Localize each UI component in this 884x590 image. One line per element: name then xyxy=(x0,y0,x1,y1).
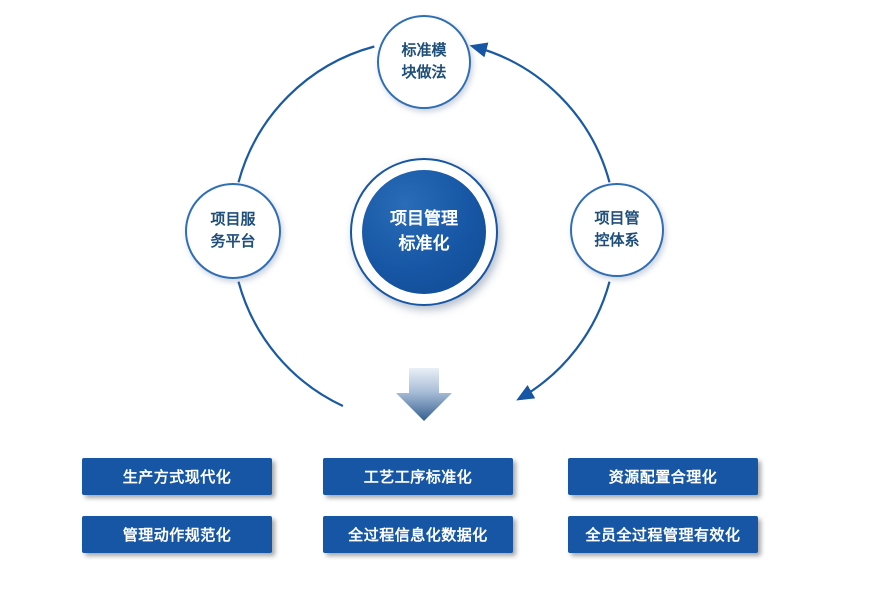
down-arrow xyxy=(396,368,452,421)
outcome-box-whole-process-management: 全员全过程管理有效化 xyxy=(568,516,758,553)
arc-left-top xyxy=(237,45,375,183)
outcome-box-informatization: 全过程信息化数据化 xyxy=(323,516,513,553)
satellite-label-top: 标准模块做法 xyxy=(401,42,447,81)
center-node-ring: 项目管理标准化 xyxy=(350,158,498,306)
satellite-label-left: 项目服务平台 xyxy=(210,211,256,250)
outcome-label: 生产方式现代化 xyxy=(122,469,232,486)
satellite-node-right: 项目管控体系 xyxy=(570,183,664,277)
outcome-label: 工艺工序标准化 xyxy=(363,469,473,486)
outcome-box-production-modernization: 生产方式现代化 xyxy=(82,458,272,495)
arc-right-top xyxy=(469,42,611,183)
center-node: 项目管理标准化 xyxy=(362,170,486,294)
satellite-node-top: 标准模块做法 xyxy=(377,15,471,109)
outcome-label: 管理动作规范化 xyxy=(122,527,232,544)
arc-left-bottom xyxy=(237,281,344,407)
outcome-box-management-action: 管理动作规范化 xyxy=(82,516,272,553)
outcome-label: 全过程信息化数据化 xyxy=(348,527,488,544)
outcome-label: 资源配置合理化 xyxy=(608,469,718,486)
center-node-label: 项目管理标准化 xyxy=(390,209,458,253)
outcome-box-process-standardization: 工艺工序标准化 xyxy=(323,458,513,495)
arc-right-bottom xyxy=(516,281,611,401)
satellite-node-left: 项目服务平台 xyxy=(185,183,281,279)
outcome-label: 全员全过程管理有效化 xyxy=(585,527,741,544)
outcome-box-resource-allocation: 资源配置合理化 xyxy=(568,458,758,495)
satellite-label-right: 项目管控体系 xyxy=(594,210,640,249)
